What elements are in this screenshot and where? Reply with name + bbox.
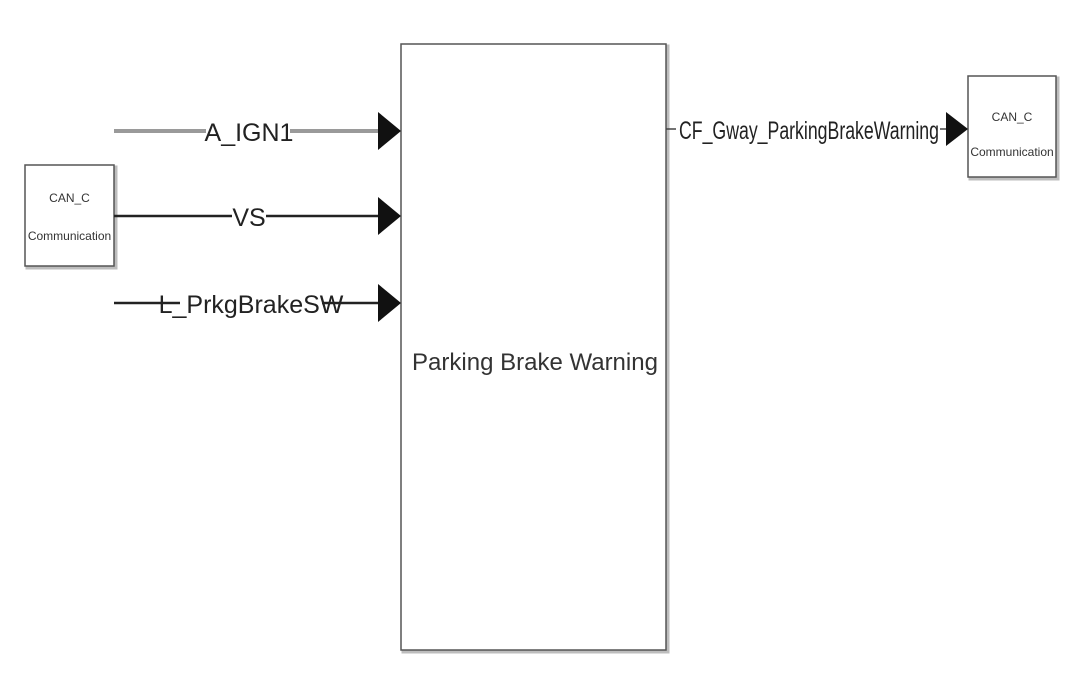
right-block-line1: CAN_C: [992, 110, 1033, 124]
input-label-l-prkgbrakesw: L_PrkgBrakeSW: [159, 291, 344, 319]
input-label-a-ign1: A_IGN1: [205, 119, 294, 147]
parking-brake-warning-block: Parking Brake Warning: [400, 43, 670, 654]
left-can-c-communication-block: CAN_C Communication: [24, 164, 118, 270]
output-arrow: [946, 112, 968, 146]
input-label-vs: VS: [232, 204, 265, 232]
left-block-line1: CAN_C: [49, 191, 90, 205]
input-arrow-vs: [378, 197, 401, 235]
output-label: CF_Gway_ParkingBrakeWarning: [679, 117, 939, 145]
input-signal-vs: VS: [114, 197, 401, 235]
input-signal-l-prkgbrakesw: L_PrkgBrakeSW: [114, 284, 401, 322]
right-can-c-communication-block: CAN_C Communication: [967, 75, 1060, 181]
output-signal-cf-gway-parkingbrakewarning: CF_Gway_ParkingBrakeWarning: [666, 112, 968, 146]
right-block-line2: Communication: [970, 145, 1053, 159]
input-signal-a-ign1: A_IGN1: [114, 112, 401, 150]
main-block-label: Parking Brake Warning: [412, 349, 658, 376]
input-arrow-a-ign1: [378, 112, 401, 150]
left-block-line2: Communication: [28, 229, 111, 243]
input-arrow-l-prkgbrakesw: [378, 284, 401, 322]
